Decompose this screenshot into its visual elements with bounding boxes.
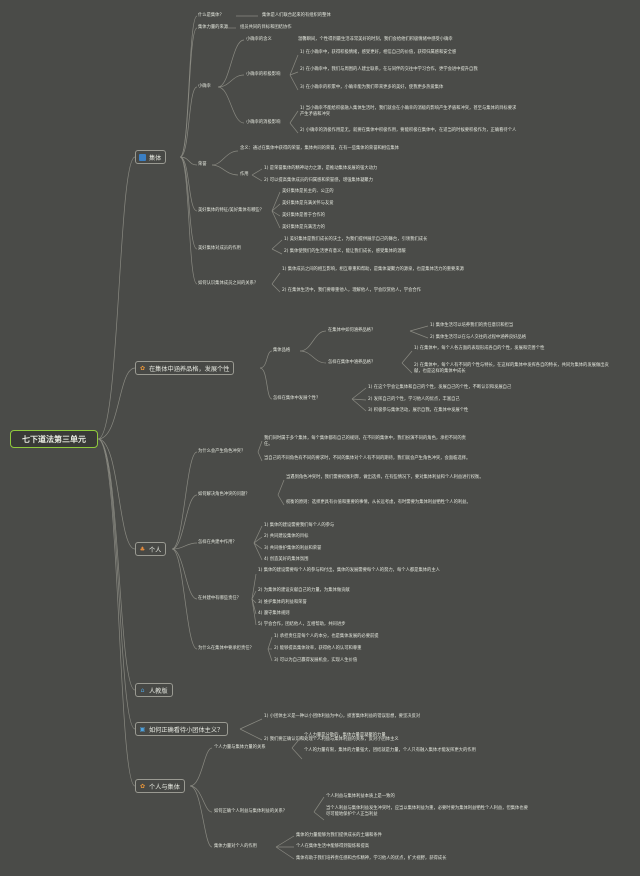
node[interactable]: 1) 当小确幸不能给积极融入集体生活时，我们就会在小确幸的消极的影响产生矛盾和冲… <box>300 106 517 117</box>
node[interactable]: 3) 共同维护集体的利益和荣誉 <box>264 546 322 551</box>
node[interactable]: 美好集体是充满活力的 <box>282 225 325 230</box>
node[interactable]: 小确幸的积极影响 <box>246 72 281 77</box>
node[interactable]: 1) 在小确幸中，获得积极情绪，感受更好，相信自己的价值，获得归属感和安全感 <box>300 50 457 55</box>
node[interactable]: 3) 维护集体的利益和荣誉 <box>258 600 307 605</box>
node[interactable]: 个人利益与集体利益本质上是一致的 <box>326 794 395 799</box>
node[interactable]: 2) 可以提高集体成员的归属感和荣誉感，增强集体凝聚力 <box>264 178 373 183</box>
topic-teach[interactable]: ⌂ 人教版 <box>135 683 173 697</box>
book-icon: ⌂ <box>140 686 145 694</box>
node[interactable]: 小确幸 <box>198 84 211 89</box>
topic-small-group[interactable]: ▣ 如何正确看待小团体主义？ <box>135 722 229 736</box>
node[interactable]: 集体力量对个人的作用 <box>214 844 257 849</box>
node[interactable]: 2) 能够提高集体效率，获得他人的认可和尊重 <box>274 646 362 651</box>
node[interactable]: 权衡的原则：选择更具有价值和重要的事情，从长远考虑，有时需要为集体利益牺牲个人的… <box>286 500 471 505</box>
node[interactable]: 当个人利益与集体利益发生冲突时，应当以集体利益为重，必要时要为集体利益牺牲个人利… <box>326 806 528 817</box>
node[interactable]: 含义：通过在集体中获得的荣誉，集体共同的荣誉，在有一些集体的荣誉和相信集体 <box>240 146 399 151</box>
topic-collective[interactable]: 集体 <box>135 150 167 164</box>
node[interactable]: 3) 可以为自己赢得发展机会，实现人生价值 <box>274 658 358 663</box>
node[interactable]: 2) 小确幸的消极作用是无，就要在集体中积极作用，要能积极在集体中，在适当的时候… <box>300 128 517 133</box>
topic-individual[interactable]: ♣ 个人 <box>135 542 167 556</box>
node[interactable]: 1) 小团体主义是一种以小团体利益为中心，损害集体利益的错误思想，要坚决反对 <box>264 714 421 719</box>
node[interactable]: 2) 在集体中，每个人有不同的个性与特长，在这样的集体中发挥各自的特长，共同为集… <box>414 363 609 374</box>
node[interactable]: 作用 <box>240 172 249 177</box>
topic-label: 个人与集体 <box>149 783 180 791</box>
node[interactable]: 美好集体是民主的、公正的 <box>282 189 334 194</box>
node[interactable]: 怎样在集体中发展个性？ <box>273 396 321 401</box>
node[interactable]: 4) 遵守集体规则 <box>258 611 290 616</box>
node[interactable]: 美好集体是充满关怀与友爱 <box>282 201 334 206</box>
topic-label: 人教版 <box>149 687 168 695</box>
link-icon: ✿ <box>139 782 146 790</box>
topic-cultivate[interactable]: ✿ 在集体中涵养品格，发展个性 <box>135 361 235 375</box>
node[interactable]: 2) 我们要正确认识和处理个人利益与集体利益的关系，反对小团体主义 <box>264 737 399 742</box>
node[interactable]: 如何正确个人利益与集体利益的关系？ <box>214 809 288 814</box>
topic-label: 如何正确看待小团体主义？ <box>149 726 224 734</box>
group-icon <box>139 153 146 161</box>
growth-icon: ✿ <box>139 364 146 372</box>
node[interactable]: 当遇到角色冲突时，我们需要权衡利弊，做出选择，在有些情况下，要对集体利益和个人利… <box>286 475 484 480</box>
node[interactable]: 集体的力量能够为我们提供成长的土壤和条件 <box>296 833 382 838</box>
node[interactable]: 2) 共同建设集体的目标 <box>264 534 309 539</box>
node[interactable]: 在共建中有哪些责任？ <box>198 596 241 601</box>
node[interactable]: 怎样在集体中涵养品格？ <box>328 360 376 365</box>
node[interactable]: 1) 是荣誉集体的精神动力之源，是推动集体发展的强大动力 <box>264 166 378 171</box>
node[interactable]: 在集体中如何涵养品格？ <box>328 328 376 333</box>
node[interactable]: 美好集体是善于合作的 <box>282 213 325 218</box>
node[interactable]: 2) 发挥自己的个性，学习他人的优点，丰富自己 <box>368 397 460 402</box>
node[interactable]: 集体是人们联合起来的有组织的整体 <box>262 13 331 18</box>
node[interactable]: 当自己的不同角色有不同的要求时，不同的集体对个人有不同的期待，我们就会产生角色冲… <box>264 456 471 461</box>
node[interactable]: 1) 承担责任是每个人的本分，也是集体发展的必要前提 <box>274 634 379 639</box>
node[interactable]: 1) 集体生活可以培养我们的责任意识和担当 <box>430 323 514 328</box>
node[interactable]: 1) 在集体中，每个人各方面的表现形成各自的个性，发展和完善个性 <box>414 346 545 351</box>
node[interactable]: 5) 学会合作，团结他人，互相帮助，共同进步 <box>258 622 346 627</box>
topic-label: 个人 <box>149 546 162 554</box>
node[interactable]: 为什么在集体中要承担责任？ <box>198 646 254 651</box>
node[interactable]: 个人力量是分散的，集体力量是凝聚的力量 <box>304 733 386 738</box>
node[interactable]: 美好集体对成员的作用 <box>198 246 241 251</box>
node[interactable]: 1) 美好集体是我们成长的沃土，为我们提供展示自己的舞台，引领我们成长 <box>284 237 428 242</box>
node[interactable]: 小确幸的含义 <box>246 37 272 42</box>
node[interactable]: 2) 集体使我们的生活更有意义，能让我们成长，感受集体的温暖 <box>284 249 406 254</box>
node[interactable]: 个人在集体生活中能够得到锻炼和提高 <box>296 844 370 849</box>
node[interactable]: 2) 为集体的建设贡献自己的力量，为集体做贡献 <box>258 588 350 593</box>
person-icon: ♣ <box>139 545 146 553</box>
users-icon: ▣ <box>139 725 146 733</box>
node[interactable]: 1) 在这个学会让集体和自己的个性，发展自己的个性，不断认识和发展自己 <box>368 385 512 390</box>
node[interactable]: 3) 积极参与集体活动，展示自我，在集体中发展个性 <box>368 408 469 413</box>
node[interactable]: 1) 集体成员之间的相互影响，相互尊重和帮助，是集体凝聚力的源泉，也是集体活力的… <box>282 267 464 272</box>
topic-individual-collective[interactable]: ✿ 个人与集体 <box>135 779 185 793</box>
node[interactable]: 荣誉 <box>198 162 207 167</box>
node[interactable]: 小确幸的消极影响 <box>246 120 281 125</box>
node[interactable]: 集体品格 <box>273 348 291 353</box>
node[interactable]: 2) 在小确幸中，我们与周围的人建立联系，在与同伴的交往中学习合作，更学会进中提… <box>300 67 478 72</box>
node[interactable]: 组员共同的目标和团结协作 <box>240 25 292 30</box>
node[interactable]: 我们同时属于多个集体，每个集体都有自己的规则，在不同的集体中，我们扮演不同的角色… <box>264 436 466 447</box>
node[interactable]: 个人力量与集体力量的关系 <box>214 745 266 750</box>
node[interactable]: 为什么会产生角色冲突？ <box>198 449 246 454</box>
node[interactable]: 个人的力量有限，集体的力量强大，团结就是力量，个人只有融入集体才能发挥更大的作用 <box>304 748 476 753</box>
root-topic[interactable]: 七下道法第三单元 <box>10 430 98 448</box>
node[interactable]: 3) 在小确幸的积累中，小确幸能为我们带来更多的美好，使我更多热爱集体 <box>300 85 444 90</box>
node[interactable]: 1) 集体的建设需要我们每个人的参与 <box>264 523 335 528</box>
node[interactable]: 集体力量的来源 <box>198 25 229 30</box>
node[interactable]: 4) 创造美好的集体氛围 <box>264 557 309 562</box>
node[interactable]: 2) 集体生活可以在与人交往的过程中涵养良好品格 <box>430 335 527 340</box>
node[interactable]: 怎样在共建中作用？ <box>198 540 237 545</box>
node[interactable]: 集体有助于我们培养责任感和合作精神，学习他人的优点，扩大视野，获得成长 <box>296 856 447 861</box>
topic-label: 集体 <box>149 154 162 162</box>
node[interactable]: 如何认识集体成员之间的关系？ <box>198 281 259 286</box>
node[interactable]: 什么是集体？ <box>198 13 224 18</box>
node[interactable]: 美好集体的特征/美好集体有哪些？ <box>198 208 264 213</box>
node[interactable]: 温馨瞬间，个性得到最生活非常美好的时刻，我们会给他们积极情绪中感受小确幸 <box>298 37 453 42</box>
topic-label: 在集体中涵养品格，发展个性 <box>149 365 230 373</box>
node[interactable]: 1) 集体的建设需要每个人的参与和付出，集体的发展需要每个人的努力，每个人都是集… <box>258 568 440 573</box>
node[interactable]: 如何解决角色冲突的问题？ <box>198 492 250 497</box>
node[interactable]: 2) 在集体生活中，我们要尊重他人，理解他人，学会欣赏他人，学会合作 <box>282 288 421 293</box>
